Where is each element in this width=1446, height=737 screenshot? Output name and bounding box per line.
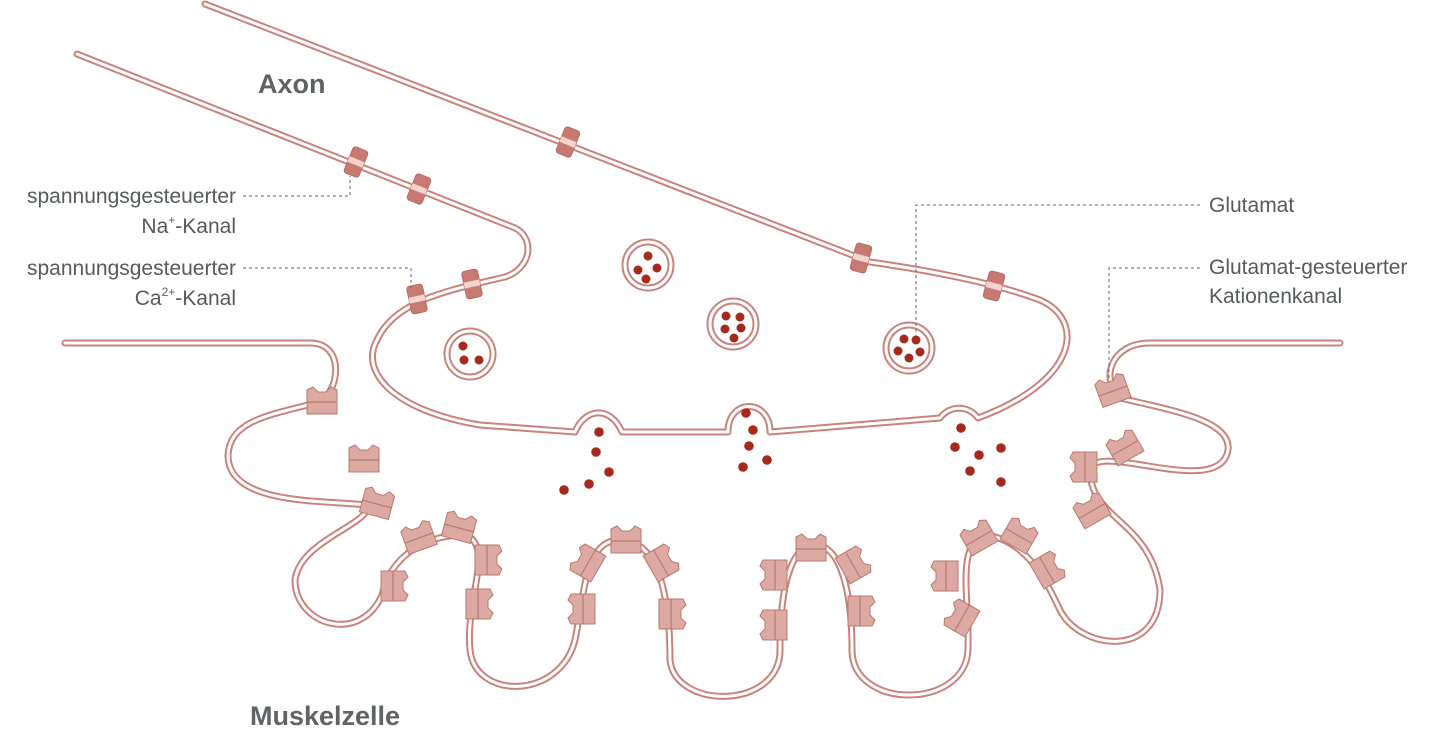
glutamate-release <box>559 408 1006 495</box>
axon-membrane <box>73 0 1071 436</box>
receptor-label-line2: Kationenkanal <box>1209 285 1343 308</box>
receptor-1 <box>306 386 338 415</box>
receptor-6 <box>474 544 503 576</box>
muscle-membrane <box>61 339 1344 700</box>
receptor-14 <box>759 559 788 591</box>
axon-label: Axon <box>258 69 326 99</box>
leader-ca <box>243 267 412 288</box>
receptor-19 <box>930 560 959 592</box>
leader-glutamate <box>915 204 1200 336</box>
vesicle-3 <box>443 327 497 381</box>
receptor-17 <box>759 609 788 641</box>
na-channel-3 <box>554 125 582 159</box>
receptor-21 <box>957 516 999 557</box>
vesicle-4 <box>882 321 936 375</box>
receptor-18 <box>847 595 876 627</box>
receptor-26 <box>1070 489 1112 530</box>
receptor-label-line1: Glutamat-gesteuerter <box>1209 256 1408 279</box>
receptor-7 <box>380 570 409 602</box>
na-channel-label-line1: spannungsgesteuerter <box>27 185 236 208</box>
na-channel-5 <box>982 269 1006 303</box>
leader-lines <box>243 176 1200 380</box>
receptor-20 <box>940 596 981 638</box>
na-channel-label-line2: Na+-Kanal <box>141 213 236 238</box>
receptor-12 <box>567 593 596 625</box>
receptor-13 <box>658 598 687 630</box>
receptor-8 <box>465 588 494 620</box>
muscle-cell-label: Muskelzelle <box>250 701 401 731</box>
receptor-15 <box>795 533 827 562</box>
glutamate-label: Glutamat <box>1209 194 1295 217</box>
na-channel-2 <box>405 172 433 206</box>
na-channels <box>342 125 1006 303</box>
na-channel-1 <box>342 145 370 179</box>
receptor-11 <box>642 541 683 583</box>
receptor-10 <box>610 525 642 554</box>
ca-channel-label-line2: Ca2+-Kanal <box>134 285 236 310</box>
vesicle-1 <box>621 238 675 292</box>
receptor-2 <box>348 444 380 473</box>
vesicle-2 <box>706 297 760 351</box>
receptor-24 <box>1069 451 1098 483</box>
ca-channel-2 <box>460 268 484 300</box>
receptor-4 <box>399 518 438 556</box>
na-channel-4 <box>849 241 873 275</box>
leader-na <box>243 176 351 197</box>
leader-receptor <box>1108 267 1200 380</box>
receptor-23 <box>1028 548 1069 590</box>
vesicles <box>443 238 936 381</box>
ca-channel-label-line1: spannungsgesteuerter <box>27 257 236 280</box>
receptor-22 <box>999 514 1041 555</box>
